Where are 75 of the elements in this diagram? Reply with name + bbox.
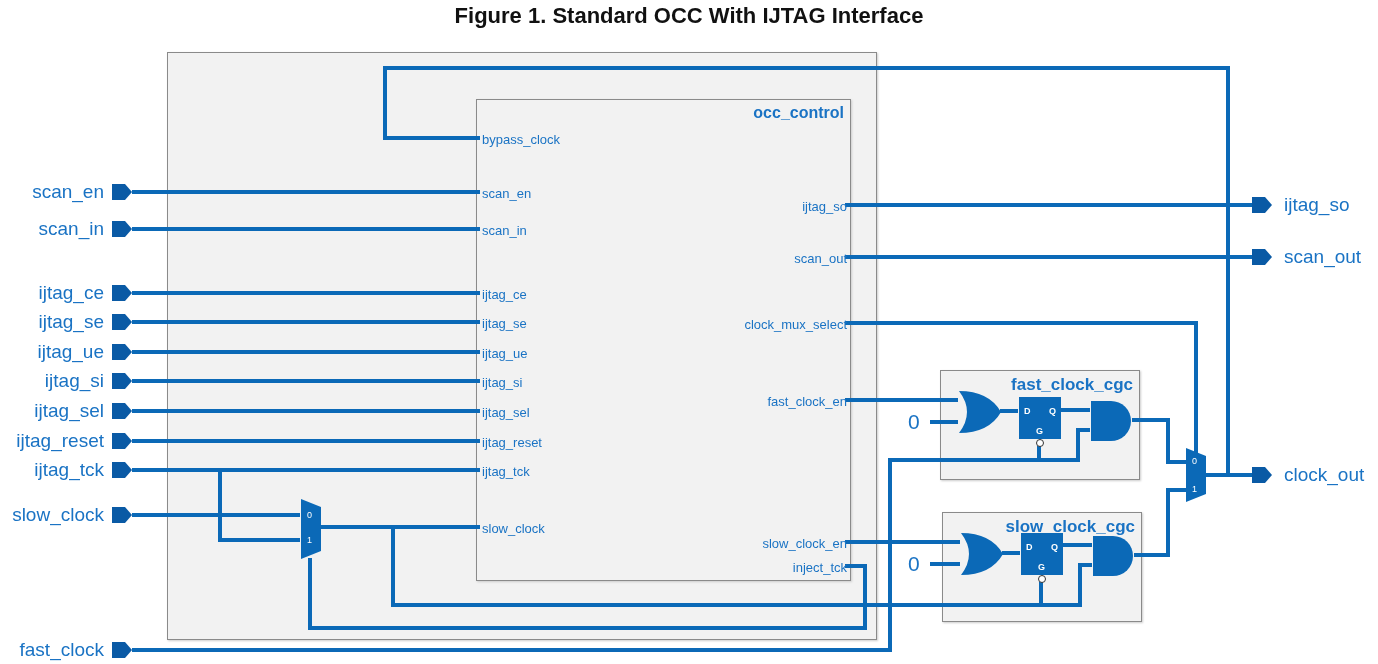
pin-name: ijtag_si — [44, 369, 104, 393]
module-box — [476, 99, 851, 581]
port-name: ijtag_si — [482, 374, 523, 392]
pin-name: ijtag_se — [38, 310, 104, 334]
pin-name: slow_clock — [12, 503, 104, 527]
pin-name: scan_en — [32, 180, 104, 204]
port-name: slow_clock_en — [762, 535, 847, 553]
wire — [383, 66, 1230, 477]
pin-label: G — [1038, 562, 1045, 572]
pin-label: G — [1036, 426, 1043, 436]
port-name: ijtag_ce — [482, 286, 527, 304]
pin-name: ijtag_tck — [34, 458, 104, 482]
wire — [132, 513, 300, 517]
port-name: ijtag_tck — [482, 463, 530, 481]
module-title: occ_control — [753, 104, 844, 122]
wire — [845, 540, 960, 544]
port-name: ijtag_so — [802, 198, 847, 216]
pin-name: scan_out — [1284, 245, 1362, 269]
module-box — [940, 370, 1140, 480]
input-label: 0 — [307, 510, 312, 520]
figure-title: Figure 1. Standard OCC With IJTAG Interface — [453, 3, 925, 29]
wire — [1062, 543, 1092, 547]
wire — [308, 558, 867, 630]
wire — [132, 350, 480, 354]
pin-name: ijtag_sel — [34, 399, 104, 423]
port-name: ijtag_ue — [482, 345, 528, 363]
port-name: inject_tck — [792, 559, 847, 577]
module-box — [942, 512, 1142, 622]
pin-name: scan_in — [38, 217, 104, 241]
module-title: slow_clock_cgc — [1005, 517, 1135, 537]
pin-label: D — [1024, 406, 1031, 416]
port-name: ijtag_sel — [482, 404, 530, 422]
pin-label: D — [1026, 542, 1033, 552]
pin-name: ijtag_ce — [38, 281, 104, 305]
wire — [132, 291, 480, 295]
pin-name: clock_out — [1284, 463, 1365, 487]
wire — [132, 227, 480, 231]
port-name: bypass_clock — [482, 131, 561, 149]
pin-name: ijtag_reset — [16, 429, 104, 453]
wire — [845, 255, 1252, 259]
port-name: scan_en — [482, 185, 532, 203]
port-name: scan_in — [482, 222, 527, 240]
constant-value: 0 — [908, 552, 920, 576]
wire — [132, 320, 480, 324]
port-name: slow_clock — [482, 520, 545, 538]
pin-name: ijtag_ue — [37, 340, 104, 364]
wire — [845, 203, 1252, 207]
port-name: ijtag_reset — [482, 434, 542, 452]
port-name: scan_out — [794, 250, 847, 268]
input-label: 1 — [307, 535, 312, 545]
port-name: clock_mux_select — [744, 316, 847, 334]
module-box — [167, 52, 877, 640]
wire — [1132, 418, 1186, 464]
constant-value: 0 — [908, 410, 920, 434]
pin-label: Q — [1051, 542, 1058, 552]
wire — [845, 321, 1198, 453]
wire — [132, 379, 480, 383]
wire — [1002, 551, 1020, 555]
wire — [132, 439, 480, 443]
wire — [845, 398, 958, 402]
module-title: fast_clock_cgc — [1011, 375, 1133, 395]
wire — [930, 420, 958, 424]
wire — [132, 409, 480, 413]
pin-label: Q — [1049, 406, 1056, 416]
wire — [930, 562, 960, 566]
wire — [1060, 408, 1090, 412]
wire — [1134, 488, 1186, 557]
port-name: ijtag_se — [482, 315, 527, 333]
input-label: 0 — [1192, 456, 1197, 466]
port-name: fast_clock_en — [767, 393, 847, 411]
pin-name: fast_clock — [19, 638, 104, 662]
wire — [132, 190, 480, 194]
input-label: 1 — [1192, 484, 1197, 494]
wire — [1000, 409, 1018, 413]
pin-name: ijtag_so — [1284, 193, 1350, 217]
